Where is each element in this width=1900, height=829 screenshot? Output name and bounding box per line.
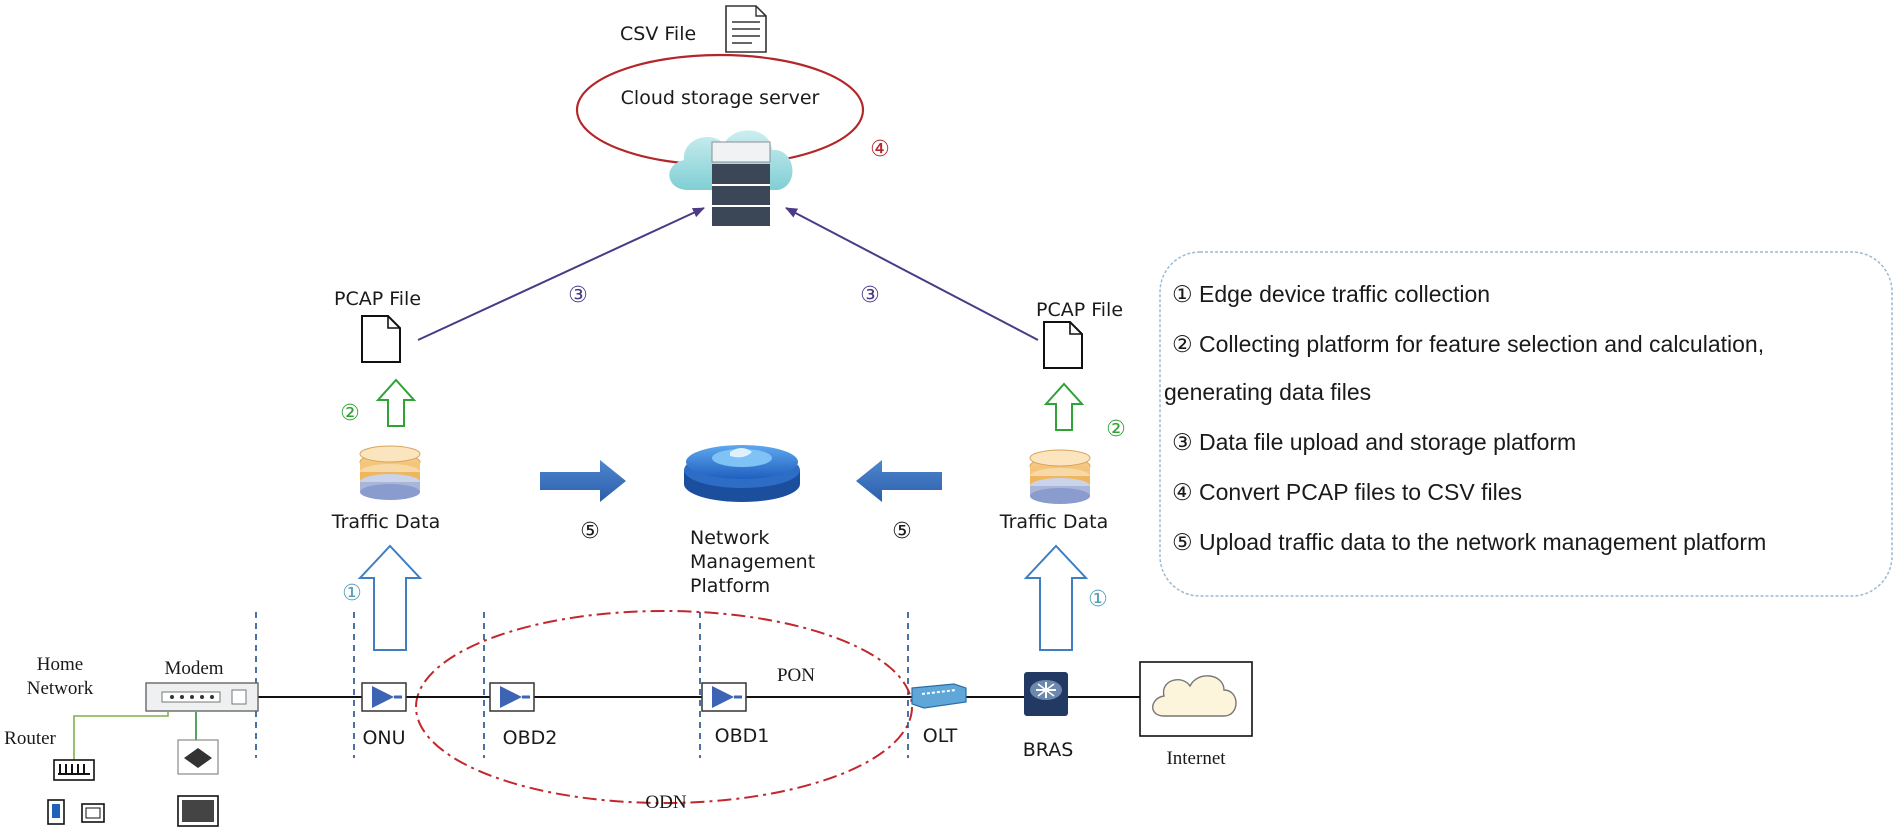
left-pcap-label: PCAP File (334, 288, 421, 310)
router-icon (53, 759, 95, 781)
olt-icon (911, 683, 967, 709)
bras-label: BRAS (1023, 739, 1074, 761)
right-traffic-data-label: Traffic Data (999, 511, 1109, 533)
left-pcap-file-icon (361, 315, 401, 363)
legend-item-1: ① Edge device traffic collection (1172, 281, 1490, 307)
legend-item-2: ② Collecting platform for feature select… (1172, 331, 1764, 357)
step-5-marker-left: ⑤ (580, 519, 600, 544)
pon-label: PON (777, 665, 815, 686)
nmp-label: Network Management Platform (690, 527, 815, 597)
legend-item-4: ④ Convert PCAP files to CSV files (1172, 479, 1522, 505)
segment-separators (255, 612, 909, 758)
home-network-label-line2: Network (27, 678, 94, 699)
step-3-marker-left: ③ (568, 283, 588, 308)
obd1-label: OBD1 (715, 725, 770, 747)
nmp-label-line3: Platform (690, 575, 770, 597)
left-edge-arrow: ① (342, 544, 423, 651)
legend-item-3: ③ Data file upload and storage platform (1172, 429, 1576, 455)
nmp-label-line2: Management (690, 551, 815, 573)
phone-icon (47, 799, 65, 825)
home-network-label-line1: Home (37, 654, 83, 675)
tablet-icon (81, 803, 105, 823)
settop-box-icon (177, 739, 219, 775)
right-pcap-group: PCAP File (1036, 299, 1123, 369)
tv-icon (177, 795, 219, 827)
obd2-label: OBD2 (503, 727, 558, 749)
nmp-label-line1: Network (690, 527, 769, 549)
legend-item-2-continued: generating data files (1164, 379, 1371, 405)
step-1-marker-right: ① (1088, 587, 1108, 612)
right-edge-arrow: ① (1023, 544, 1108, 651)
olt-label: OLT (923, 725, 958, 747)
odn-label: ODN (645, 792, 686, 813)
left-traffic-data-label: Traffic Data (331, 511, 441, 533)
step-1-marker-left: ① (342, 581, 362, 606)
left-collect-arrow: ② (340, 378, 417, 427)
right-pcap-file-icon (1043, 321, 1083, 369)
step-2-marker-right: ② (1106, 417, 1126, 442)
router-link (73, 712, 169, 760)
cloud-server-label: Cloud storage server (621, 87, 820, 109)
step-3-marker-right: ③ (860, 283, 880, 308)
right-nmp-arrow: ⑤ (856, 460, 942, 544)
bras-router-icon (1024, 672, 1068, 716)
step-5-marker-right: ⑤ (892, 519, 912, 544)
right-pcap-label: PCAP File (1036, 299, 1123, 321)
step-4-marker: ④ (870, 137, 890, 162)
modem-icon (145, 682, 259, 712)
upload-arrow-left (417, 207, 705, 341)
upload-arrow-right (785, 207, 1039, 341)
right-collect-arrow: ② (1043, 382, 1126, 442)
left-pcap-group: PCAP File (334, 288, 421, 363)
router-label: Router (4, 728, 56, 749)
nmp-platform-icon (684, 445, 800, 502)
legend-item-5: ⑤ Upload traffic data to the network man… (1172, 529, 1766, 555)
left-traffic-db-icon (359, 445, 421, 500)
left-nmp-arrow: ⑤ (540, 460, 626, 544)
csv-file-group: CSV File (620, 5, 767, 53)
right-traffic-db-icon (1029, 449, 1091, 504)
step-2-marker-left: ② (340, 401, 360, 426)
modem-label: Modem (164, 658, 223, 679)
onu-label: ONU (362, 727, 405, 749)
obd2-splitter-icon (489, 682, 535, 712)
legend-panel: ① Edge device traffic collection ② Colle… (1159, 251, 1893, 597)
csv-file-label: CSV File (620, 23, 696, 45)
cloud-server-icon (669, 130, 793, 226)
obd1-splitter-icon (701, 682, 747, 712)
odn-boundary (415, 610, 913, 804)
onu-splitter-icon (361, 682, 407, 712)
csv-file-icon (725, 5, 767, 53)
internet-label: Internet (1166, 748, 1226, 769)
internet-cloud-icon (1139, 661, 1253, 737)
